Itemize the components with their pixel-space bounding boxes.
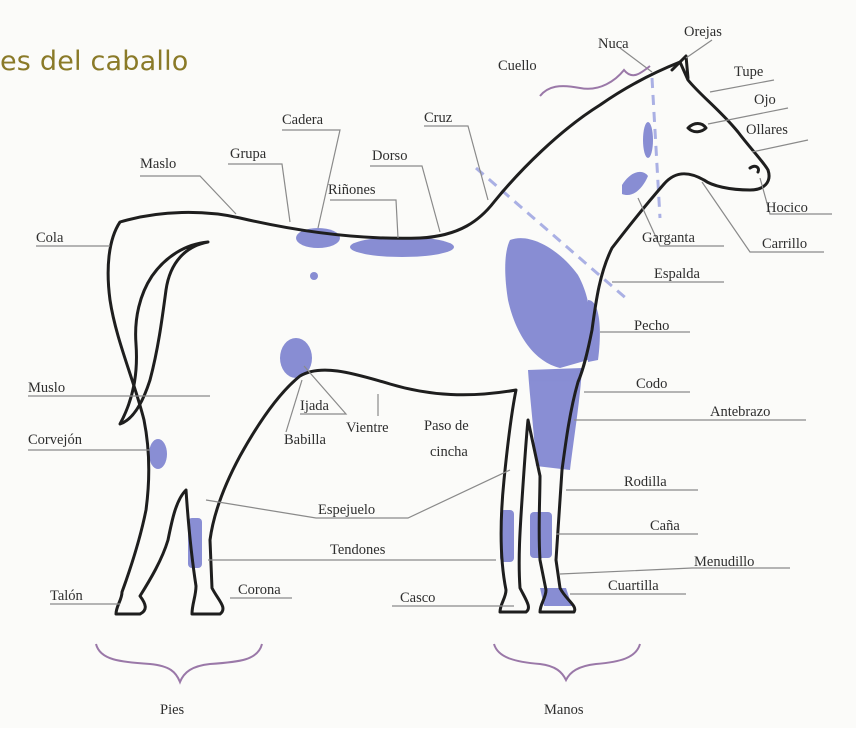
- hip-point-highlight: [310, 272, 318, 280]
- leader-cadera: [282, 130, 340, 228]
- label-talon: Talón: [50, 588, 84, 604]
- label-rodilla: Rodilla: [624, 474, 667, 490]
- leader-maslo: [140, 176, 236, 214]
- leader-cruz: [424, 126, 488, 200]
- label-tupe: Tupe: [734, 64, 763, 80]
- label-casco: Casco: [400, 590, 435, 606]
- label-manos: Manos: [544, 702, 584, 718]
- label-ojo: Ojo: [754, 92, 776, 108]
- label-codo: Codo: [636, 376, 667, 392]
- label-menudillo: Menudillo: [694, 554, 754, 570]
- hock-highlight: [149, 439, 167, 469]
- label-hocico: Hocico: [766, 200, 808, 216]
- nostril-outline: [750, 166, 759, 172]
- label-vientre: Vientre: [346, 420, 389, 436]
- page-title: es del caballo: [0, 46, 189, 77]
- label-corvejon: Corvejón: [28, 432, 83, 448]
- label-paso-de-cincha-2: cincha: [430, 444, 468, 460]
- label-ollares: Ollares: [746, 122, 788, 138]
- feet-bracket: [96, 644, 262, 682]
- label-cana: Caña: [650, 518, 680, 534]
- label-cruz: Cruz: [424, 110, 453, 126]
- label-muslo: Muslo: [28, 380, 65, 396]
- label-corona: Corona: [238, 582, 281, 598]
- label-cadera: Cadera: [282, 112, 324, 128]
- label-rinones: Riñones: [328, 182, 376, 198]
- label-orejas: Orejas: [684, 24, 722, 40]
- label-grupa: Grupa: [230, 146, 267, 162]
- leader-ollares: [752, 140, 808, 152]
- label-garganta: Garganta: [642, 230, 695, 246]
- crest-highlight: [643, 122, 653, 158]
- label-carrillo: Carrillo: [762, 236, 807, 252]
- label-tendones: Tendones: [330, 542, 386, 558]
- label-espalda: Espalda: [654, 266, 700, 282]
- leader-orejas: [686, 40, 712, 58]
- leader-tupe: [710, 80, 774, 92]
- neck-bracket: [540, 66, 650, 96]
- label-babilla: Babilla: [284, 432, 326, 448]
- label-cuello: Cuello: [498, 58, 537, 74]
- eye-outline: [688, 124, 706, 132]
- label-dorso: Dorso: [372, 148, 407, 164]
- leader-dorso: [370, 166, 440, 232]
- label-espejuelo: Espejuelo: [318, 502, 375, 518]
- leader-menudillo: [560, 568, 790, 574]
- hands-bracket: [494, 644, 640, 680]
- tail-outline: [120, 242, 208, 424]
- title-clip: es del caballo: [0, 0, 210, 100]
- label-paso-de-cincha-1: Paso de: [424, 418, 469, 434]
- label-pies: Pies: [160, 702, 185, 718]
- throat-highlight: [622, 172, 648, 195]
- label-cuartilla: Cuartilla: [608, 578, 659, 594]
- label-ijada: Ijada: [300, 398, 330, 414]
- leader-rinones: [330, 200, 398, 238]
- leader-grupa: [228, 164, 290, 222]
- label-pecho: Pecho: [634, 318, 669, 334]
- shoulder-highlight: [505, 238, 591, 368]
- label-maslo: Maslo: [140, 156, 176, 172]
- label-antebrazo: Antebrazo: [710, 404, 770, 420]
- label-nuca: Nuca: [598, 36, 629, 52]
- kidney-highlight: [350, 237, 454, 257]
- labels: Nuca Orejas Cuello Tupe Ojo Ollares Cade…: [28, 24, 808, 718]
- label-cola: Cola: [36, 230, 64, 246]
